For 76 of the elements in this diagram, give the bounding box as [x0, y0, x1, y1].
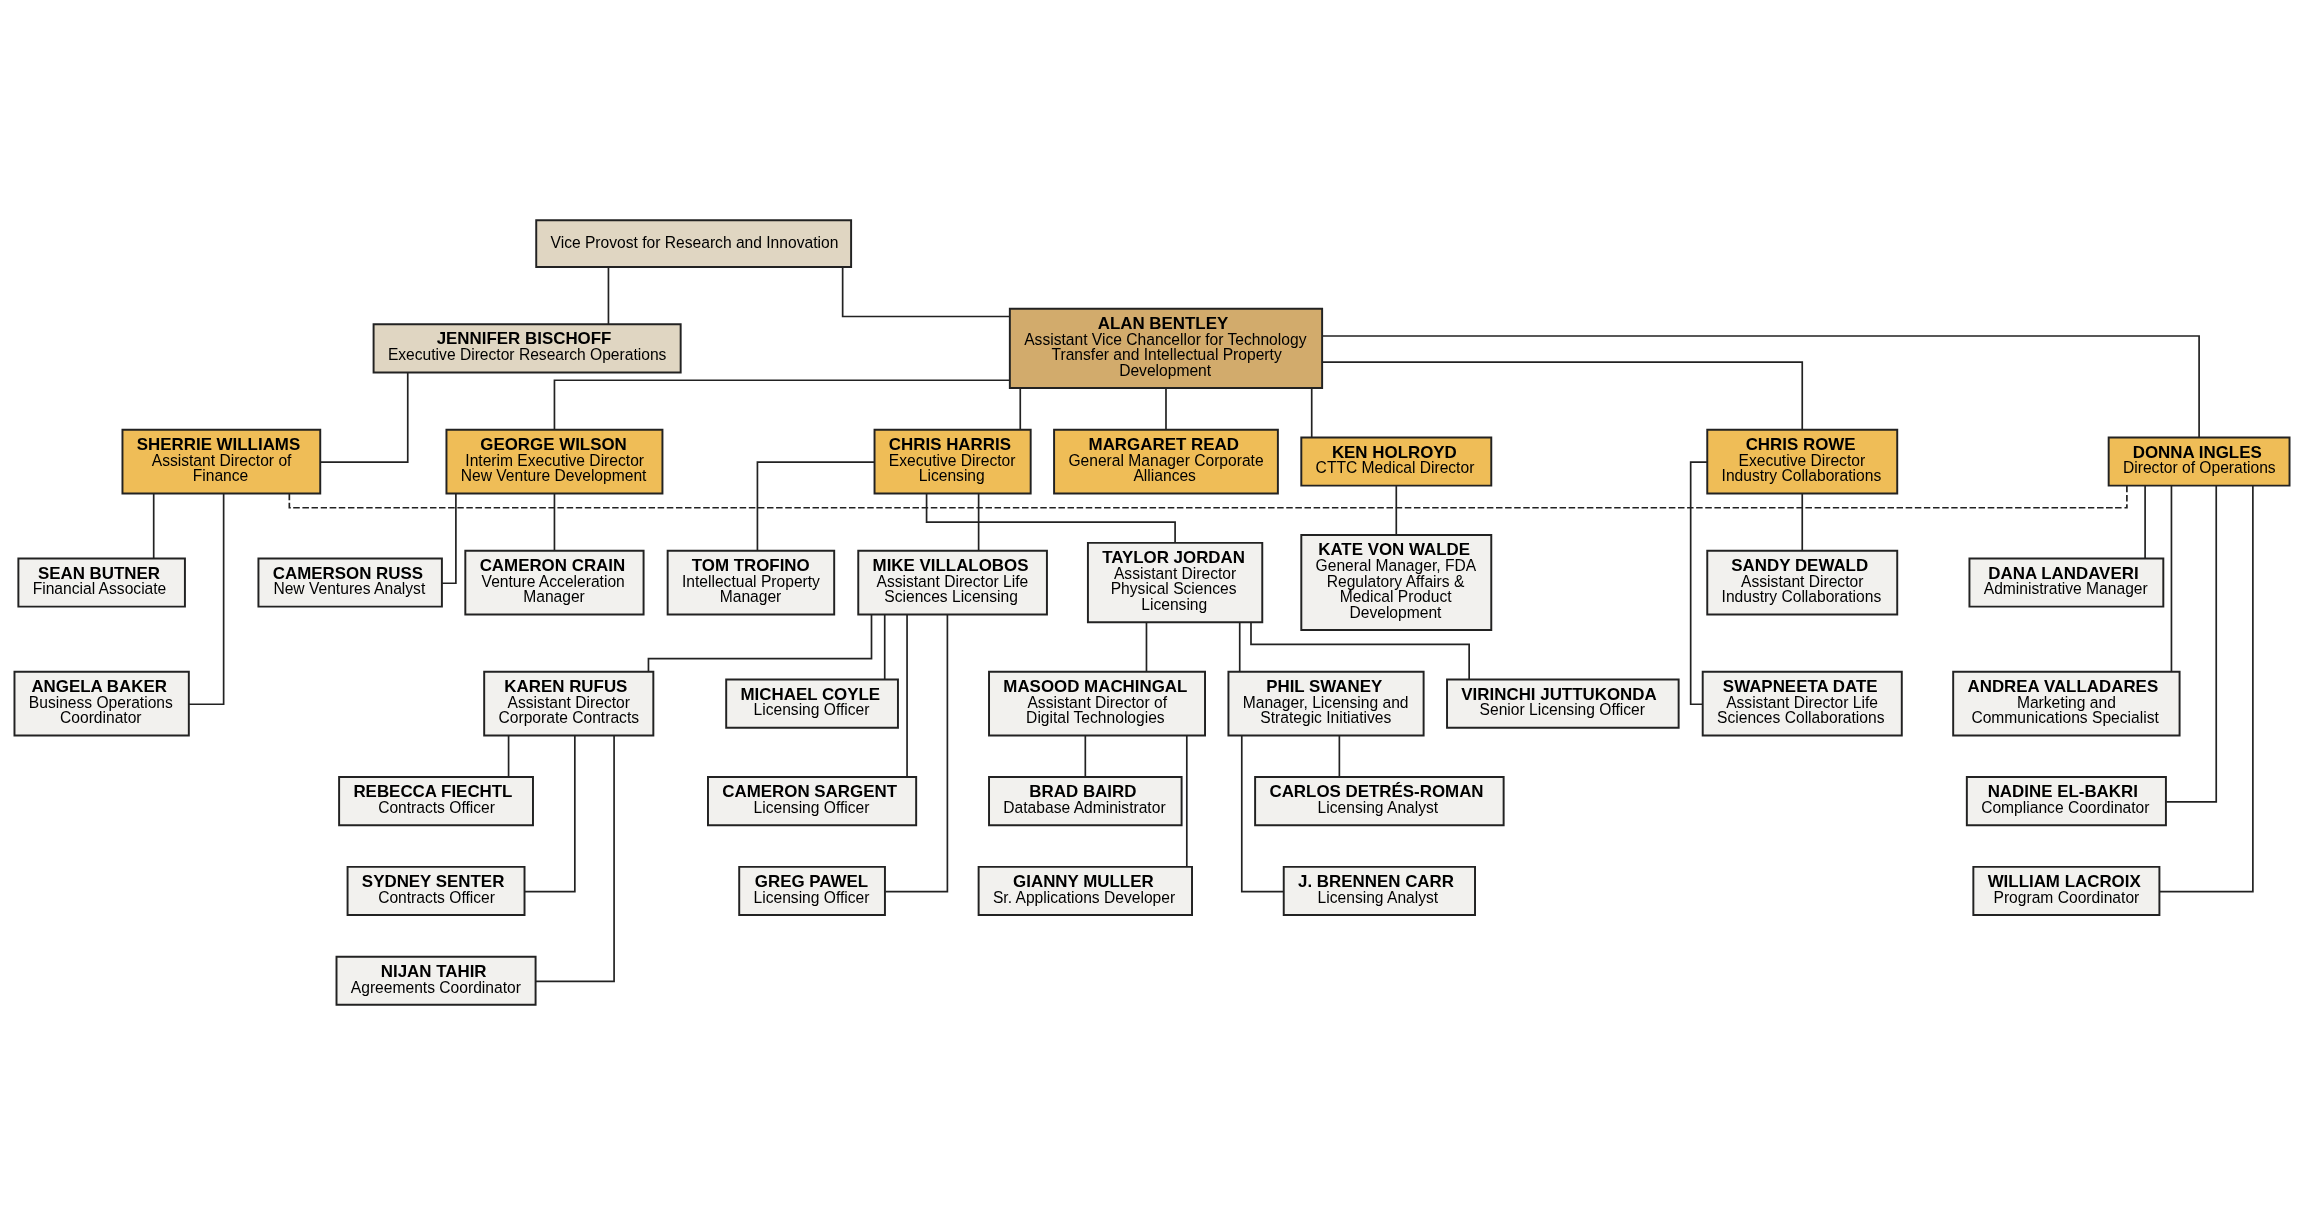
node-box: GEORGE WILSON Interim Executive Director New Venture Development — [445, 428, 664, 494]
node-box: SWAPNEETA DATE Assistant Director Life Sciences Collaborations — [1701, 670, 1903, 736]
connector — [2165, 484, 2218, 803]
node-box: MICHAEL COYLE Licensing Officer — [725, 678, 899, 729]
node-box: WILLIAM LACROIX Program Coordinator — [1972, 865, 2161, 916]
node-box: CAMERON CRAIN Venture Acceleration Manager — [464, 549, 645, 615]
node-box: ANGELA BAKER Business Operations Coordinator — [13, 670, 190, 736]
connector — [1165, 387, 1167, 430]
connector — [977, 492, 980, 551]
node-box: REBECCA FIECHTL Contracts Officer — [338, 775, 534, 826]
node-box: SEAN BUTNER Financial Associate — [17, 557, 186, 608]
connector — [523, 734, 576, 892]
connector — [152, 492, 155, 559]
node-box: ALAN BENTLEY Assistant Vice Chancellor for Technology Transfer and Intellectual Property Development — [1008, 307, 1324, 389]
node-box: DANA LANDAVERI Administrative Manager — [1968, 557, 2165, 608]
connector — [884, 613, 949, 892]
node-box: GIANNY MULLER Sr. Applications Developer — [977, 865, 1193, 916]
connector — [535, 734, 615, 982]
node-box: KATE VON WALDE General Manager, FDA Regulatory Affairs & Medical Product Development — [1300, 533, 1493, 631]
node-box: NIJAN TAHIR Agreements Coordinator — [335, 955, 537, 1006]
connector — [925, 492, 1176, 543]
connector — [319, 371, 409, 463]
connector — [188, 492, 225, 705]
node-box: CAMERON SARGENT Licensing Officer — [707, 775, 918, 826]
node-box: NADINE EL-BAKRI Compliance Coordinator — [1965, 775, 2167, 826]
node-box: VIRINCHI JUTTUKONDA Senior Licensing Officer — [1446, 678, 1680, 729]
node-box: DONNA INGLES Director of Operations — [2107, 436, 2291, 487]
node-box: SANDY DEWALD Assistant Director Industry Collaborations — [1706, 549, 1899, 615]
node-box: CHRIS HARRIS Executive Director Licensing — [873, 428, 1032, 494]
node-box: GREG PAWEL Licensing Officer — [738, 865, 886, 916]
connector — [553, 492, 556, 551]
connector — [906, 613, 908, 778]
connector — [1310, 387, 1313, 438]
connector — [1084, 734, 1087, 777]
node-box: BRAD BAIRD Database Administrator — [988, 775, 1183, 826]
connector — [1395, 484, 1398, 535]
node-box: JENNIFER BISCHOFF Executive Director Research Operations — [372, 322, 682, 373]
node-box: TAYLOR JORDAN Assistant Director Physical Sciences Licensing — [1086, 541, 1264, 623]
connector — [841, 265, 1011, 317]
connector — [2170, 484, 2173, 672]
node-box: TOM TROFINO Intellectual Property Manager — [666, 549, 836, 615]
connector — [1321, 334, 2200, 438]
connector — [1338, 734, 1341, 777]
node-box: KAREN RUFUS Assistant Director Corporate Contracts — [483, 670, 655, 736]
connector — [553, 378, 1011, 430]
connector — [1240, 734, 1285, 892]
connector — [2144, 484, 2146, 559]
node-box: MARGARET READ General Manager Corporate Alliances — [1053, 428, 1279, 494]
connector — [1185, 734, 1188, 867]
connector — [607, 266, 610, 325]
node-box: SHERRIE WILLIAMS Assistant Director of Finance — [121, 428, 322, 494]
connector — [883, 613, 886, 680]
node-box: ANDREA VALLADARES Marketing and Communications Specialist — [1952, 670, 2181, 736]
connector — [1250, 621, 1470, 680]
connector — [1019, 387, 1022, 430]
node-box: SYDNEY SENTER Contracts Officer — [346, 865, 526, 916]
connector — [441, 492, 457, 584]
node-box: KEN HOLROYD CTTC Medical Director — [1300, 436, 1493, 487]
connector — [756, 460, 876, 551]
node-box: MASOOD MACHINGAL Assistant Director of Digital Technologies — [988, 670, 1206, 736]
connector — [1801, 492, 1804, 551]
node-box: CHRIS ROWE Executive Director Industry Collaborations — [1706, 428, 1899, 494]
node-box: MIKE VILLALOBOS Assistant Director Life Sciences Licensing — [857, 549, 1048, 615]
connector — [1321, 360, 1804, 430]
node-box: J. BRENNEN CARR Licensing Analyst — [1282, 865, 1476, 916]
connector — [647, 613, 873, 672]
connector — [1238, 621, 1241, 672]
connector — [2158, 484, 2254, 892]
node-box: CAMERSON RUSS New Ventures Analyst — [257, 557, 443, 608]
node-box: Vice Provost for Research and Innovation — [535, 218, 853, 268]
connector — [1689, 460, 1708, 705]
node-box: CARLOS DETRÉS-ROMAN Licensing Analyst — [1254, 775, 1505, 826]
connector — [1145, 621, 1148, 672]
connector — [507, 734, 510, 777]
node-box: PHIL SWANEY Manager, Licensing and Strategic Initiatives — [1227, 670, 1425, 736]
connector — [288, 484, 2128, 509]
